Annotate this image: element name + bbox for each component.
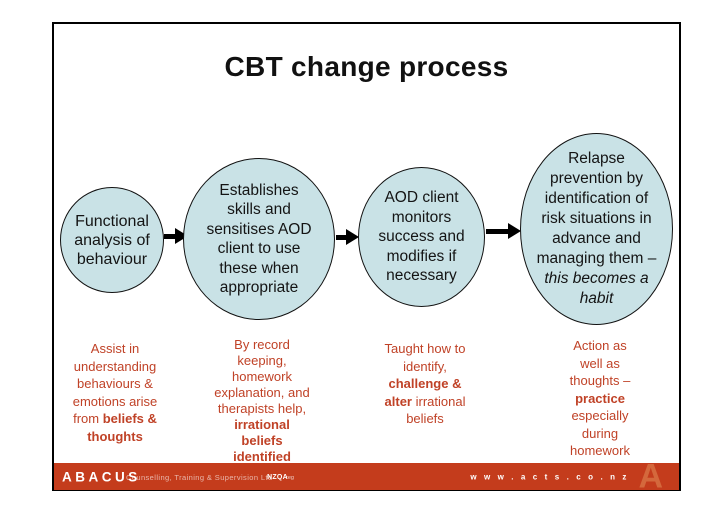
watermark-letter-a: A xyxy=(638,463,663,490)
footer-tagline: Counselling, Training & Supervision Ltd xyxy=(126,472,273,482)
nzqa-badge: NZQA xyxy=(267,473,289,481)
arrow-right-icon xyxy=(486,223,521,239)
arrow-right-icon xyxy=(336,229,359,245)
nzqa-reg-label: reg xyxy=(286,474,294,481)
footer-url: w w w . a c t s . c o . n z xyxy=(470,472,629,481)
page-title: CBT change process xyxy=(224,51,509,82)
abacus-logo: ABACUS xyxy=(62,469,141,484)
footer-bar: ABACUS Counselling, Training & Supervisi… xyxy=(54,463,679,490)
